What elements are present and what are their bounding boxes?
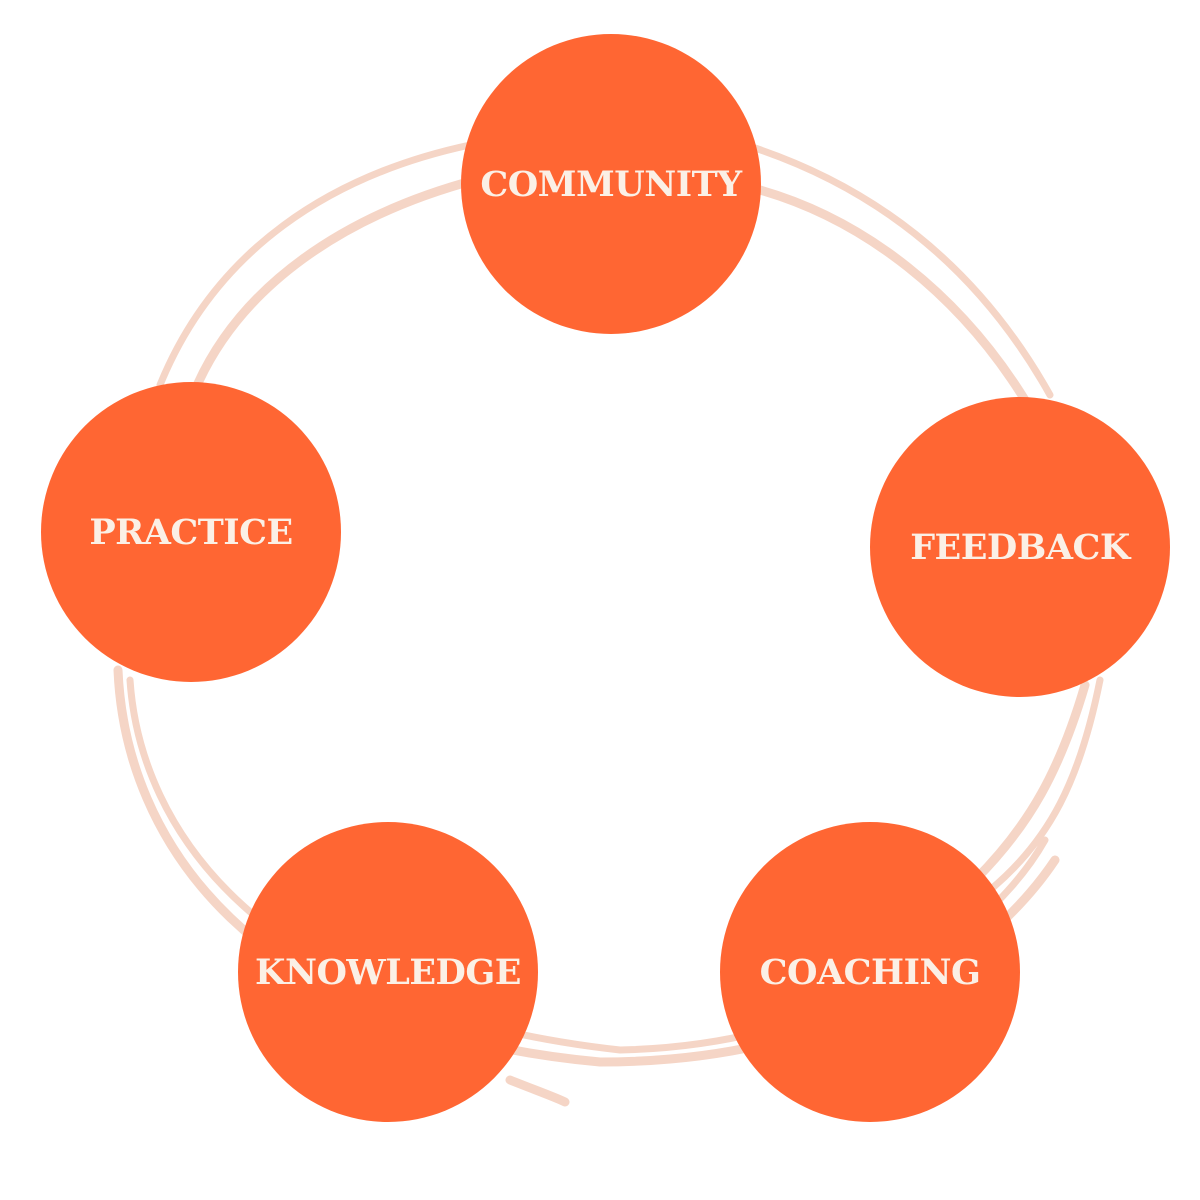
ring-stroke-outer <box>126 141 1104 1054</box>
node-label-coaching: COACHING <box>759 951 981 993</box>
ring-stroke-inner <box>113 175 1090 1107</box>
node-label-community: COMMUNITY <box>480 163 742 205</box>
node-knowledge: KNOWLEDGE <box>238 822 538 1122</box>
node-label-practice: PRACTICE <box>89 511 293 553</box>
node-label-feedback: FEEDBACK <box>910 526 1130 568</box>
node-practice: PRACTICE <box>41 382 341 682</box>
node-community: COMMUNITY <box>461 34 761 334</box>
node-label-knowledge: KNOWLEDGE <box>255 951 521 993</box>
node-feedback: FEEDBACK <box>870 397 1170 697</box>
node-coaching: COACHING <box>720 822 1020 1122</box>
